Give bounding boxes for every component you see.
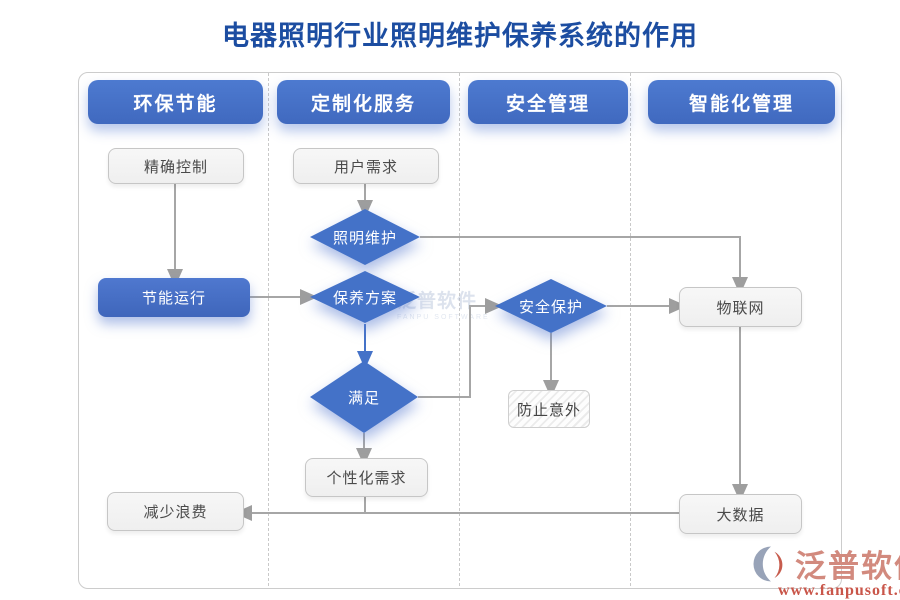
column-header-custom: 定制化服务 [277, 80, 450, 124]
column-separator-3 [630, 73, 631, 586]
node-prevent-accident: 防止意外 [508, 390, 590, 428]
node-label: 防止意外 [516, 401, 581, 419]
column-header-safety: 安全管理 [468, 80, 628, 124]
node-personalized-demand: 个性化需求 [305, 458, 428, 497]
node-label: 满足 [347, 389, 380, 407]
column-header-smart: 智能化管理 [648, 80, 835, 124]
node-satisfy: 满足 [310, 361, 418, 433]
node-label: 保养方案 [332, 289, 397, 307]
node-iot: 物联网 [679, 287, 802, 327]
page-title: 电器照明行业照明维护保养系统的作用 [222, 21, 698, 51]
node-label: 物联网 [716, 299, 765, 317]
node-big-data: 大数据 [679, 494, 802, 534]
node-precise-control: 精确控制 [108, 148, 244, 184]
node-label: 减少浪费 [143, 504, 208, 521]
fanpu-logo-icon [753, 546, 783, 581]
watermark-bottom-right: 泛普软件 www.fanpusoft.com [750, 541, 900, 600]
node-user-demand: 用户需求 [293, 148, 439, 184]
column-header-env: 环保节能 [88, 80, 263, 124]
node-reduce-waste: 减少浪费 [107, 492, 244, 531]
node-label: 个性化需求 [326, 470, 407, 487]
watermark-url: www.fanpusoft.com [778, 582, 900, 599]
node-safety-protection: 安全保护 [495, 279, 607, 333]
node-energy-saving-run: 节能运行 [98, 278, 250, 317]
node-label: 安全保护 [518, 298, 583, 316]
node-maintenance-plan: 保养方案 [310, 271, 420, 323]
node-label: 节能运行 [141, 290, 206, 307]
node-lighting-maintenance: 照明维护 [310, 209, 420, 265]
node-label: 大数据 [716, 506, 765, 524]
column-separator-1 [268, 73, 269, 586]
column-separator-2 [459, 73, 460, 586]
watermark-center-subtitle: FANPU SOFTWARE [397, 314, 490, 321]
node-label: 用户需求 [333, 158, 398, 176]
watermark-brand: 泛普软件 [795, 549, 900, 584]
node-label: 精确控制 [143, 158, 208, 176]
node-label: 照明维护 [332, 229, 397, 247]
